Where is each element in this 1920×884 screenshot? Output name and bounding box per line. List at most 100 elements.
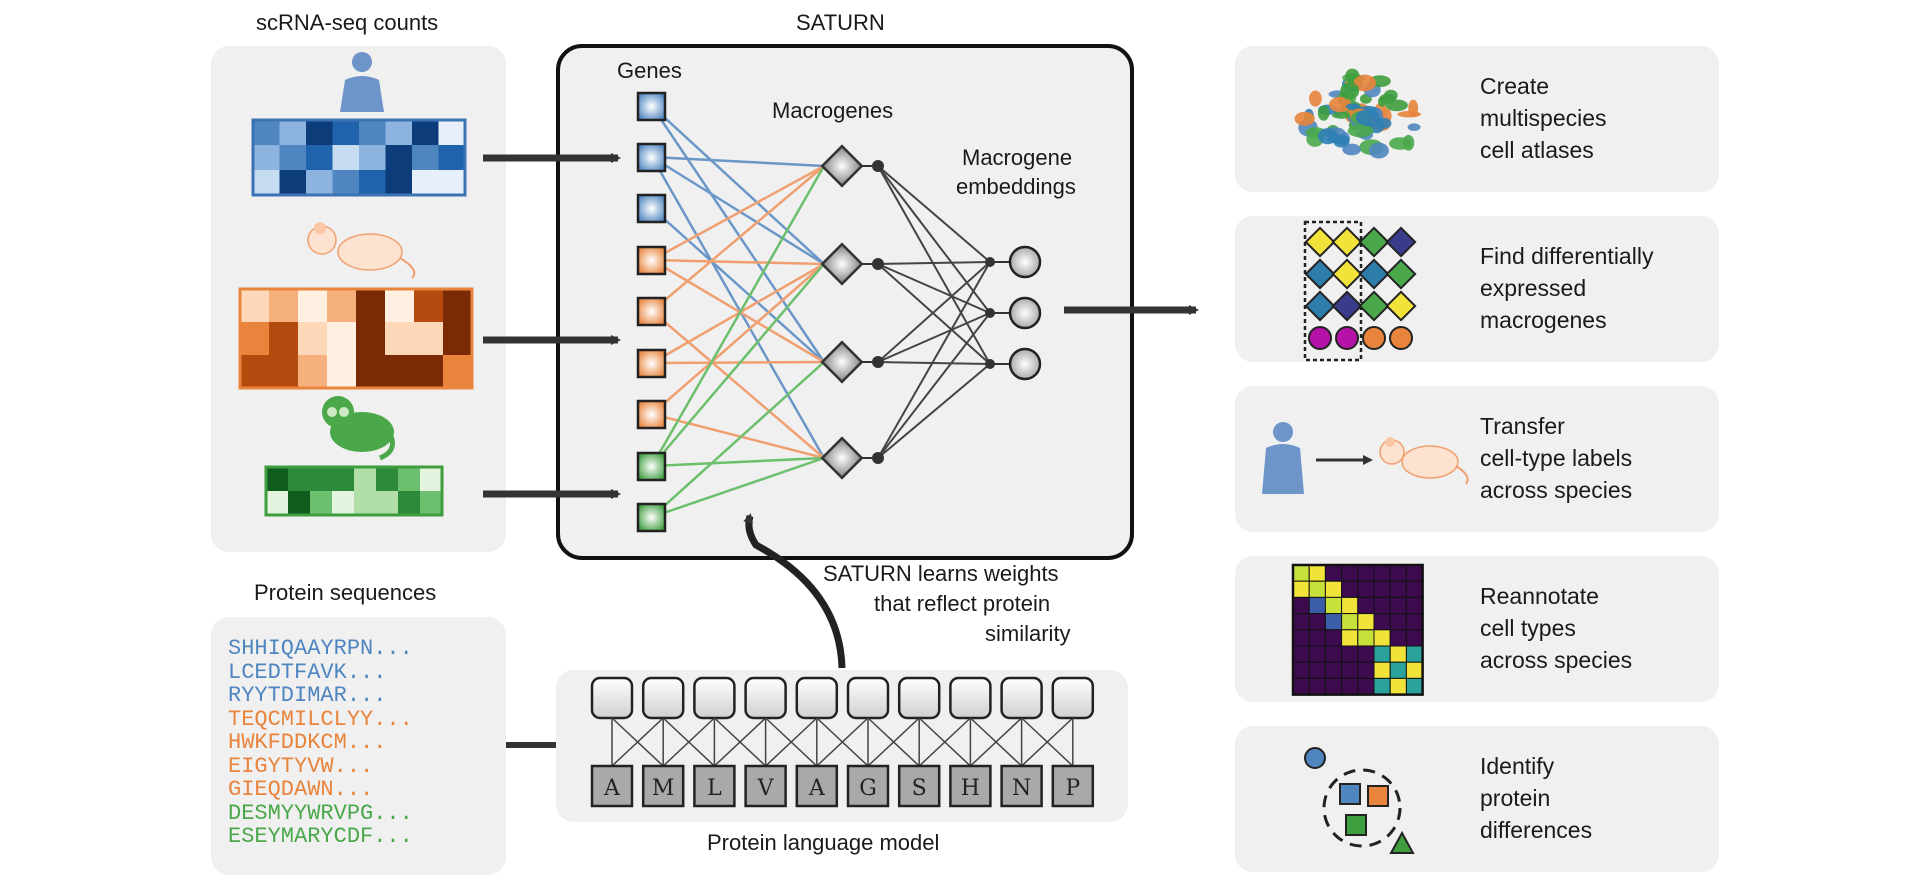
- amino-acid-label: G: [859, 776, 877, 801]
- heatmap-cell: [1341, 564, 1359, 582]
- macrogene-node: [820, 340, 864, 384]
- heatmap-cell: [1357, 645, 1375, 663]
- network-edge: [651, 263, 825, 415]
- embedding-node: [1008, 245, 1042, 279]
- heatmap-cell: [306, 170, 333, 195]
- gene-node: [636, 399, 667, 430]
- macrogene-diamond: [1385, 226, 1417, 258]
- output-line: cell types: [1480, 615, 1576, 641]
- amino-acid-box: [590, 764, 634, 808]
- heatmap-cell: [1341, 661, 1359, 679]
- transfer-icon: [1262, 422, 1469, 494]
- heatmap-cell: [354, 491, 376, 515]
- heatmap-cell: [1308, 564, 1326, 582]
- embedding-nodes: [985, 245, 1042, 381]
- network-edge: [651, 155, 825, 168]
- plm-edge: [713, 717, 767, 767]
- macrogene-diamond: [1331, 290, 1363, 322]
- atlas-cluster: [1309, 90, 1322, 107]
- cell-dot: [1362, 326, 1386, 350]
- heatmap-cell: [443, 289, 472, 322]
- plm-edge: [611, 717, 664, 767]
- heatmap-cell: [359, 120, 386, 145]
- macrogene-diamond: [1304, 226, 1336, 258]
- heatmap-cell: [279, 120, 306, 145]
- amino-acid-box: [949, 764, 992, 808]
- heatmap-cell: [1324, 645, 1343, 663]
- amino-acid-label: H: [961, 776, 980, 801]
- heatmap-border: [1291, 563, 1424, 696]
- atlas-icon: [1294, 68, 1421, 159]
- heatmap-cell: [1389, 661, 1407, 679]
- macrogene-diamond: [1331, 226, 1363, 258]
- heatmap-cell: [1308, 613, 1326, 631]
- macrogene-diamond: [1358, 226, 1390, 258]
- heatmap-cell: [306, 120, 333, 145]
- mouse-small-icon: [1379, 437, 1469, 485]
- network-edge: [651, 456, 825, 468]
- network-edge: [877, 363, 991, 459]
- heatmap-cell: [385, 170, 412, 195]
- output-line: across species: [1480, 647, 1633, 673]
- amino-acid-box: [693, 764, 736, 808]
- atlas-cluster: [1340, 82, 1360, 100]
- heatmap-cell: [412, 170, 439, 195]
- network-edge: [651, 263, 825, 467]
- network-edge: [877, 261, 991, 265]
- amino-acid-box: [1000, 764, 1043, 808]
- heatmap-cell: [1292, 661, 1310, 679]
- heatmap-cell: [356, 289, 385, 322]
- heatmap-cell: [359, 170, 386, 195]
- heatmap-cell: [1308, 661, 1326, 679]
- atlas-cluster: [1374, 117, 1392, 129]
- macrogene-diamond: [1385, 258, 1417, 290]
- output-line: Reannotate: [1480, 583, 1599, 609]
- sequence-item: TEQCMILCLYY...: [228, 706, 413, 732]
- amino-acid-label: M: [652, 776, 675, 801]
- network-edge: [651, 361, 825, 518]
- atlas-cluster: [1347, 124, 1374, 138]
- heatmap-cell: [1308, 645, 1326, 663]
- heatmap-cell: [1373, 613, 1391, 631]
- lemur-icon: [322, 396, 395, 461]
- plm-edge: [969, 717, 1023, 767]
- heatmap-cell: [1324, 677, 1343, 696]
- atlas-cluster: [1317, 128, 1338, 145]
- plm-node: [846, 676, 890, 720]
- heatmap-cell: [240, 289, 269, 322]
- output-panel-1: [1235, 46, 1719, 192]
- amino-acid-label: P: [1065, 776, 1080, 801]
- atlas-cluster: [1329, 96, 1352, 113]
- heatmap-cell: [332, 170, 359, 195]
- atlas-cluster: [1345, 103, 1360, 110]
- heatmap-cell: [376, 467, 398, 491]
- atlas-cluster: [1317, 105, 1330, 121]
- heatmap-cell: [1389, 564, 1407, 582]
- heatmap-cell: [1341, 596, 1359, 615]
- heatmap-cell: [438, 120, 465, 145]
- output-text-5: Identify protein differences: [1480, 750, 1592, 846]
- heatmap-cell: [1389, 677, 1407, 696]
- heatmap-cell: [1405, 580, 1424, 598]
- heatmap-cell: [240, 322, 269, 355]
- plm-node: [897, 676, 941, 720]
- plm-node: [949, 676, 992, 720]
- heatmap-cell: [1405, 596, 1424, 615]
- heatmap-cell: [385, 289, 414, 322]
- heatmap-cell: [298, 355, 327, 388]
- heatmap-cell: [266, 467, 288, 491]
- heatmap-cell: [376, 491, 398, 515]
- heatmap-cell: [1405, 661, 1424, 679]
- network-edge: [877, 261, 991, 363]
- output-text-3: Transfer cell-type labels across species: [1480, 410, 1632, 506]
- network-edge: [651, 207, 825, 363]
- heatmap-cell: [332, 491, 354, 515]
- atlas-cluster: [1377, 96, 1387, 107]
- plm-node: [1051, 676, 1095, 720]
- heatmap-cell: [279, 145, 306, 170]
- output-line: Transfer: [1480, 413, 1565, 439]
- heatmap-cell: [1357, 677, 1375, 696]
- heatmap-cell: [327, 355, 356, 388]
- heatmap-cell: [306, 145, 333, 170]
- heatmap-cell: [420, 491, 442, 515]
